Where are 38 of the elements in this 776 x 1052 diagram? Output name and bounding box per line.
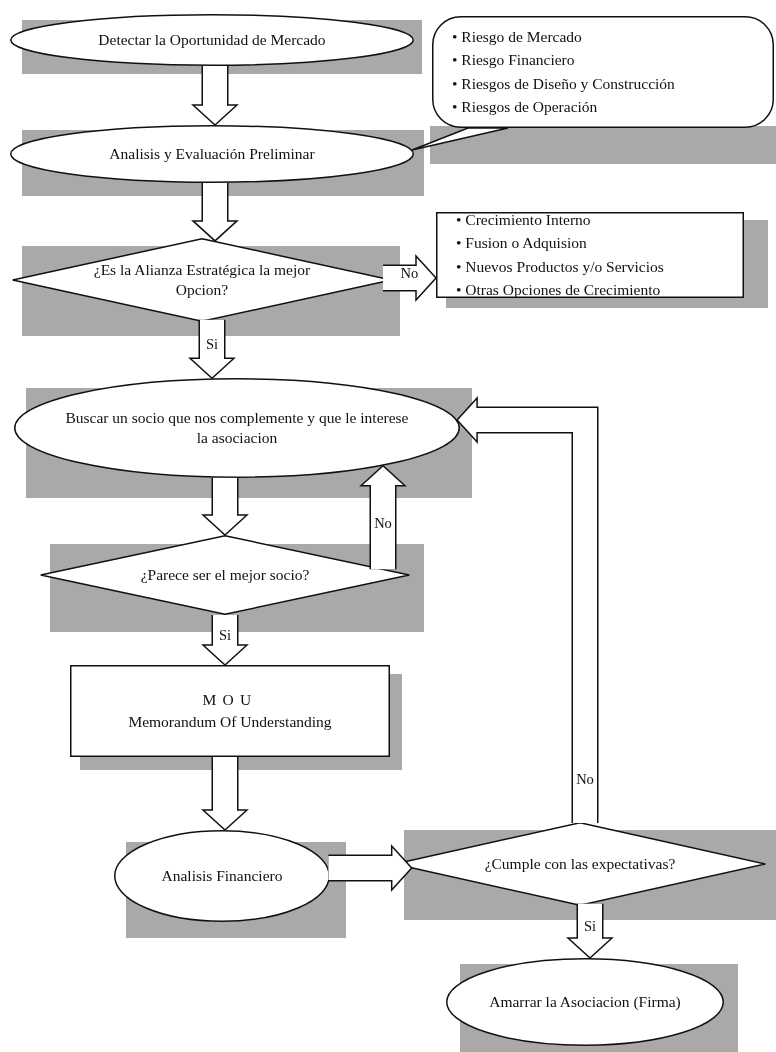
list-item: • Riesgos de Diseño y Construcción	[452, 73, 675, 94]
node-label: ¿Parece ser el mejor socio?	[140, 564, 310, 585]
process-ellipse	[10, 125, 414, 183]
terminal-ellipse	[446, 958, 724, 1046]
block-arrow	[456, 397, 599, 824]
block-arrow	[192, 183, 238, 242]
terminal-ellipse	[10, 14, 414, 66]
list-item: • Fusion o Adquision	[456, 233, 587, 254]
block-arrow	[328, 845, 413, 891]
process-ellipse	[114, 830, 330, 922]
list-item: • Nuevos Productos y/o Servicios	[456, 256, 664, 277]
node-label: Buscar un socio que nos complemente y que le interese la asociacion	[64, 407, 410, 448]
node-label: Memorandum Of Understanding	[128, 712, 332, 732]
node-label: ¿Es la Alianza Estratégica la mejor Opcion?	[92, 259, 312, 300]
process-box	[70, 665, 390, 757]
list-item: • Crecimiento Interno	[456, 210, 591, 231]
node-label: Analisis Financiero	[161, 865, 283, 886]
node-label: Analisis y Evaluación Preliminar	[109, 143, 315, 164]
block-arrow	[202, 757, 248, 831]
options-box	[436, 212, 744, 298]
block-arrow	[567, 903, 613, 959]
block-arrow	[192, 66, 238, 126]
list-item: • Riesgo de Mercado	[452, 27, 582, 48]
block-arrow	[202, 477, 248, 536]
list-item: • Riesgos de Operación	[452, 96, 598, 117]
callout-tail	[411, 127, 509, 151]
node-label: Detectar la Oportunidad de Mercado	[98, 29, 326, 50]
node-label: MOU	[202, 689, 258, 710]
process-ellipse	[14, 378, 460, 478]
block-arrow	[189, 319, 235, 380]
node-label: Amarrar la Asociacion (Firma)	[489, 991, 681, 1012]
block-arrow	[202, 615, 248, 666]
node-label: ¿Cumple con las expectativas?	[484, 853, 676, 874]
block-arrow	[383, 255, 437, 301]
decision-diamond	[40, 535, 410, 615]
list-item: • Riesgo Financiero	[452, 50, 575, 71]
block-arrow	[360, 465, 406, 570]
list-item: • Otras Opciones de Crecimiento	[456, 279, 661, 300]
